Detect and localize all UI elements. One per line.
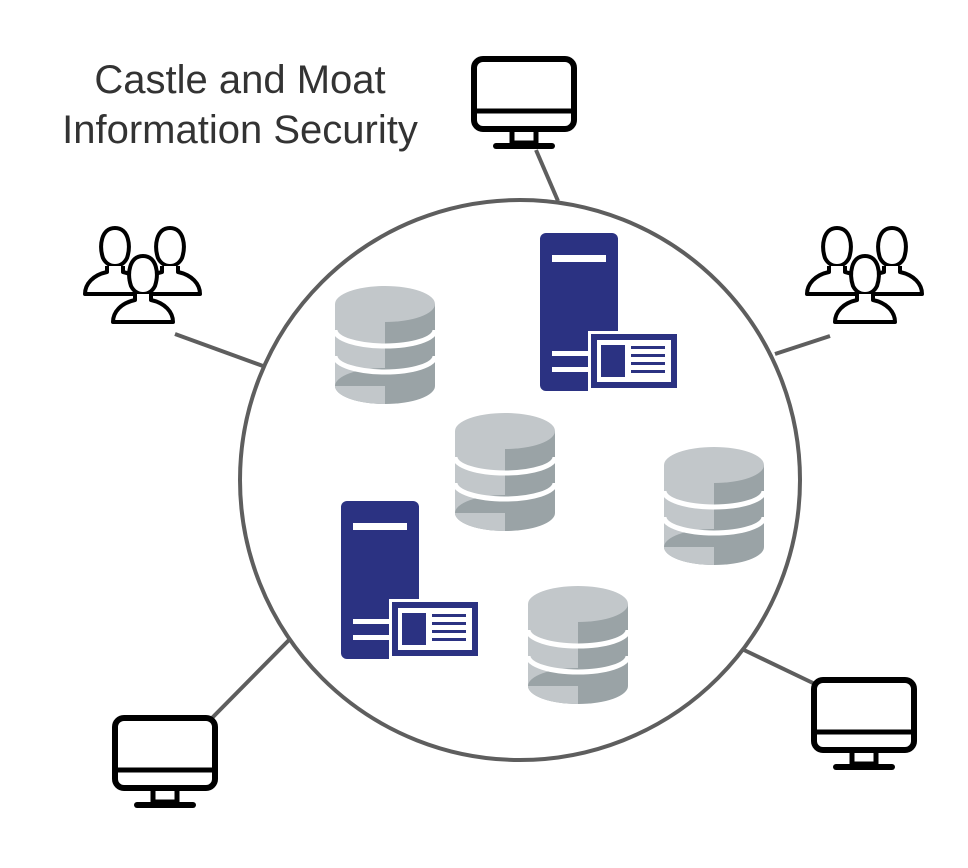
monitor-icon [474, 59, 574, 146]
monitor-icon [814, 680, 914, 767]
title-line-2: Information Security [62, 108, 418, 152]
connector-bottom-left-monitor [208, 637, 292, 722]
monitor-icon [115, 718, 215, 805]
connector-top-monitor [534, 149, 560, 202]
title-line-1: Castle and Moat [94, 58, 386, 102]
users-group-icon [807, 228, 922, 322]
connector-right-users [774, 334, 831, 356]
database-icon [335, 286, 435, 404]
users-group-icon [85, 228, 200, 322]
database-icon [664, 447, 764, 565]
diagram-title: Castle and Moat Information Security [40, 55, 440, 155]
database-icon [455, 413, 555, 531]
connector-left-users [174, 332, 264, 368]
database-icon [528, 586, 628, 704]
connector-bottom-right-monitor [743, 648, 816, 686]
